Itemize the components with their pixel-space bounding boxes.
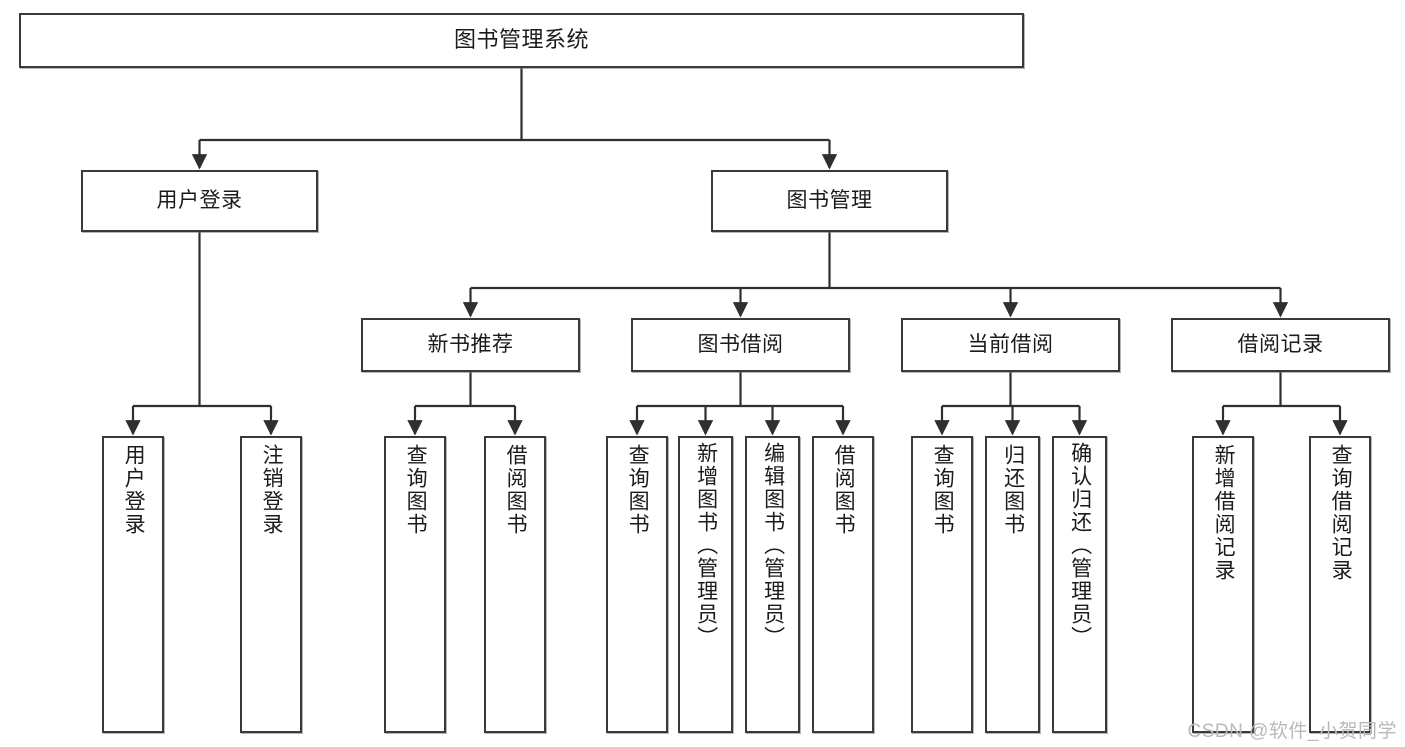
leaf-add-borrow-record[interactable]: 新增借阅记录 [1192, 436, 1254, 733]
csdn-watermark: CSDN @软件_小贺同学 [1187, 721, 1397, 742]
leaf-add-book[interactable]: 新增图书（管理员） [678, 436, 733, 733]
leaf-borrow-book-1[interactable]: 借阅图书 [484, 436, 546, 733]
leaf-borrow-book-2[interactable]: 借阅图书 [812, 436, 874, 733]
leaf-query-book-2[interactable]: 查询图书 [606, 436, 668, 733]
leaf-confirm-return[interactable]: 确认归还（管理员） [1052, 436, 1107, 733]
node-new-book-recommend[interactable]: 新书推荐 [361, 318, 580, 372]
node-current-borrow[interactable]: 当前借阅 [901, 318, 1120, 372]
leaf-query-borrow-record[interactable]: 查询借阅记录 [1309, 436, 1371, 733]
node-borrow-record[interactable]: 借阅记录 [1171, 318, 1390, 372]
leaf-edit-book[interactable]: 编辑图书（管理员） [745, 436, 800, 733]
leaf-query-book-1[interactable]: 查询图书 [384, 436, 446, 733]
leaf-user-login[interactable]: 用户登录 [102, 436, 164, 733]
leaf-query-book-3[interactable]: 查询图书 [911, 436, 973, 733]
node-book-manage[interactable]: 图书管理 [711, 170, 948, 232]
leaf-logout[interactable]: 注销登录 [240, 436, 302, 733]
node-user-login[interactable]: 用户登录 [81, 170, 318, 232]
leaf-return-book[interactable]: 归还图书 [985, 436, 1040, 733]
node-root[interactable]: 图书管理系统 [19, 13, 1024, 68]
node-book-borrow[interactable]: 图书借阅 [631, 318, 850, 372]
